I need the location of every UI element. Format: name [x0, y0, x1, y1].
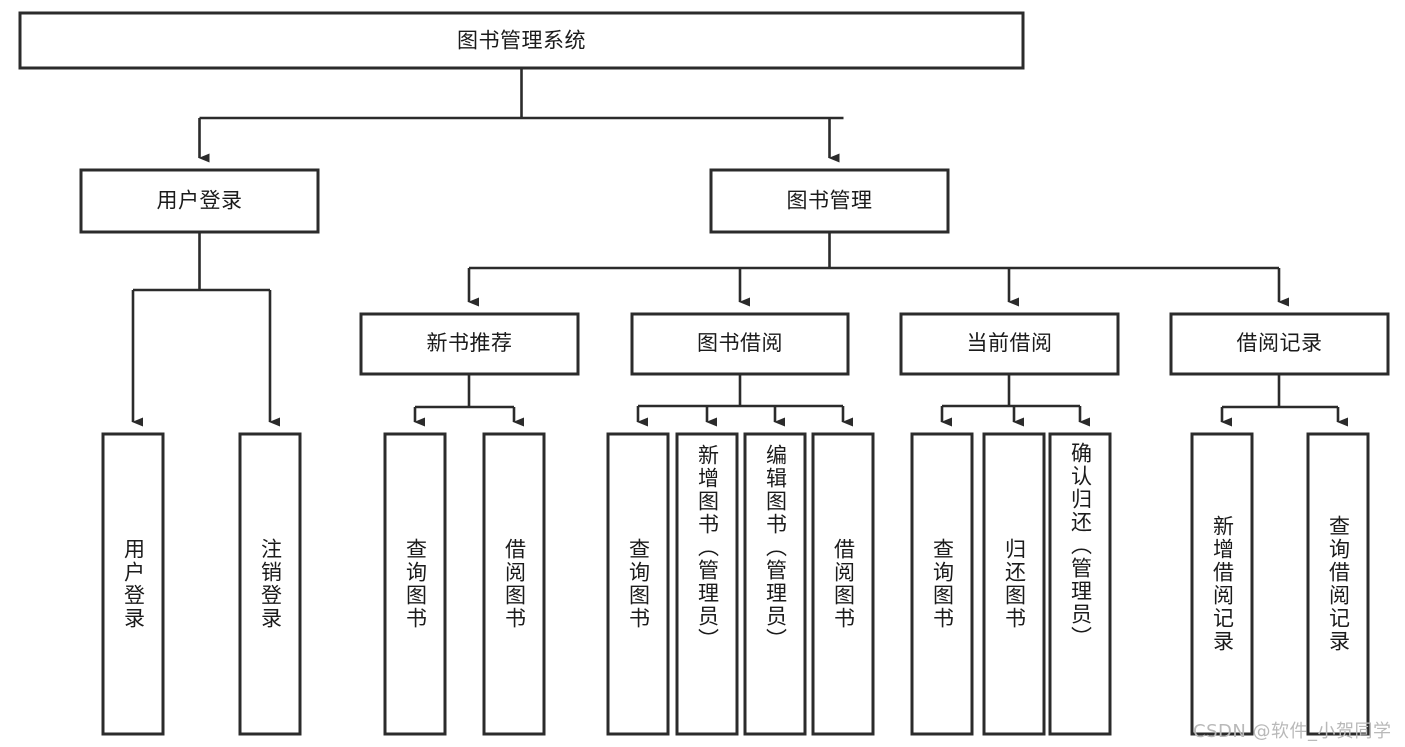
node-root[interactable]: 图书管理系统: [18, 11, 1025, 70]
node-user-login[interactable]: 用户登录: [79, 168, 320, 234]
leaf-boxes: [101, 432, 1370, 736]
connector-group-book-manage: [467, 232, 1289, 307]
connector-group-new-book-rec: [413, 374, 524, 427]
leaf-edit-book-box[interactable]: [743, 432, 807, 736]
leaf-borrow-book-box[interactable]: [811, 432, 875, 736]
node-current-borrow[interactable]: 当前借阅: [899, 312, 1120, 376]
leaf-add-record-box[interactable]: [1190, 432, 1254, 736]
connector-group-current-borrow: [940, 374, 1090, 427]
node-current-borrow-label: 当前借阅: [967, 331, 1053, 355]
leaf-borrow-book-rec-box[interactable]: [482, 432, 546, 736]
connector-group-user-login: [131, 232, 280, 427]
connector-group-root: [198, 68, 844, 163]
node-root-box[interactable]: [18, 11, 1025, 70]
leaf-add-book-box[interactable]: [675, 432, 739, 736]
node-book-manage-box[interactable]: [709, 168, 950, 234]
node-user-login-box[interactable]: [79, 168, 320, 234]
node-user-login-label: 用户登录: [157, 189, 243, 213]
node-new-book-rec[interactable]: 新书推荐: [359, 312, 580, 376]
node-current-borrow-box[interactable]: [899, 312, 1120, 376]
leaf-logout-box[interactable]: [238, 432, 302, 736]
connector-group-borrow-record: [1220, 374, 1348, 427]
node-borrow-record-label: 借阅记录: [1237, 331, 1323, 355]
leaf-return-book-box[interactable]: [982, 432, 1046, 736]
node-root-label: 图书管理系统: [457, 29, 586, 53]
node-book-manage-label: 图书管理: [787, 189, 873, 213]
node-book-borrow[interactable]: 图书借阅: [630, 312, 850, 376]
leaf-query-book-cur-box[interactable]: [910, 432, 974, 736]
watermark: CSDN @软件_小贺同学: [1193, 721, 1392, 742]
node-new-book-rec-label: 新书推荐: [427, 331, 513, 355]
leaf-query-book-rec-box[interactable]: [383, 432, 447, 736]
leaf-query-book-borrow-box[interactable]: [606, 432, 670, 736]
leaf-confirm-return-box[interactable]: [1048, 432, 1112, 736]
node-borrow-record-box[interactable]: [1169, 312, 1390, 376]
node-book-borrow-label: 图书借阅: [697, 331, 783, 355]
node-book-manage[interactable]: 图书管理: [709, 168, 950, 234]
node-new-book-rec-box[interactable]: [359, 312, 580, 376]
connector-group-book-borrow: [636, 374, 853, 427]
node-book-borrow-box[interactable]: [630, 312, 850, 376]
node-borrow-record[interactable]: 借阅记录: [1169, 312, 1390, 376]
leaf-user-login-box[interactable]: [101, 432, 165, 736]
leaf-query-record-box[interactable]: [1306, 432, 1370, 736]
